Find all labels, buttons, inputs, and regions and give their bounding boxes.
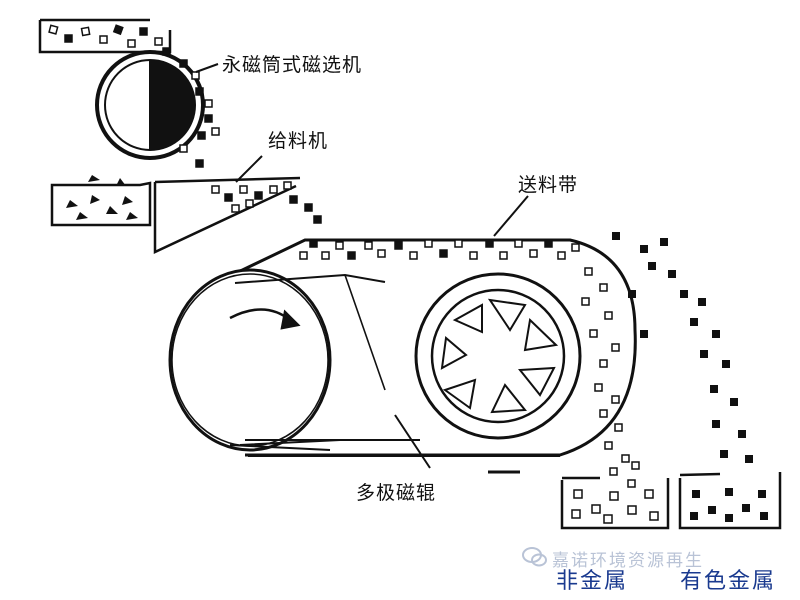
particles-nonmetal-bin [571,489,659,524]
feeder [153,176,301,254]
particles-left-box [66,175,138,220]
particles-metal-stream [612,232,753,463]
label-multipole-roller: 多极磁辊 [356,482,437,504]
left-collection-box [50,181,152,227]
leader-lines [195,63,529,469]
colored-metal-bin [678,472,782,530]
particles-nonmetal-stream [581,267,640,488]
rotation-arrow-icon [229,308,301,330]
non-metal-bin [560,476,670,530]
top-hopper [38,18,172,54]
label-conveyor-belt: 送料带 [518,174,579,196]
particles-top-hopper [48,24,220,168]
multipole-roller-blades [440,298,559,414]
particles-feeder [211,181,322,224]
particles-metal-bin [690,488,768,522]
label-colored-metal-bin: 有色金属 [680,569,777,594]
particles-conveyor [299,239,580,260]
wechat-icon [522,547,547,567]
magnetic-drum [95,50,205,160]
conveyor-belt [168,238,637,457]
watermark-text: 嘉诺环境资源再生 [552,551,704,571]
label-non-ferrous-bin: 非金属 [556,569,629,594]
label-feeder: 给料机 [268,130,329,152]
label-magnetic-drum: 永磁筒式磁选机 [222,54,363,76]
